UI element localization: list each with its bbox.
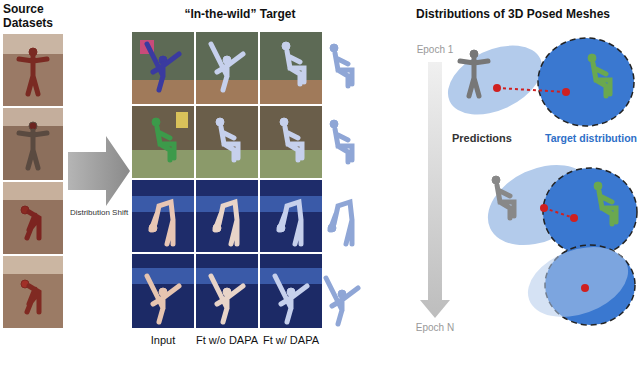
panel-heading: “In-the-wild” Target <box>140 8 340 22</box>
panel-heading: Distributions of 3D Posed Meshes <box>389 8 637 22</box>
epoch-label: Epoch N <box>405 322 465 334</box>
column-label: Ft w/o DAPA <box>190 334 264 347</box>
column-label: Ft w/ DAPA <box>256 334 326 347</box>
panel-heading: Source Datasets <box>3 3 65 31</box>
distribution-label: Predictions <box>452 132 522 145</box>
epoch-label: Epoch 1 <box>405 44 465 56</box>
arrow-label: Distribution Shift <box>64 208 134 217</box>
column-label: Input <box>132 334 194 347</box>
distribution-label: Target distribution <box>525 132 637 144</box>
